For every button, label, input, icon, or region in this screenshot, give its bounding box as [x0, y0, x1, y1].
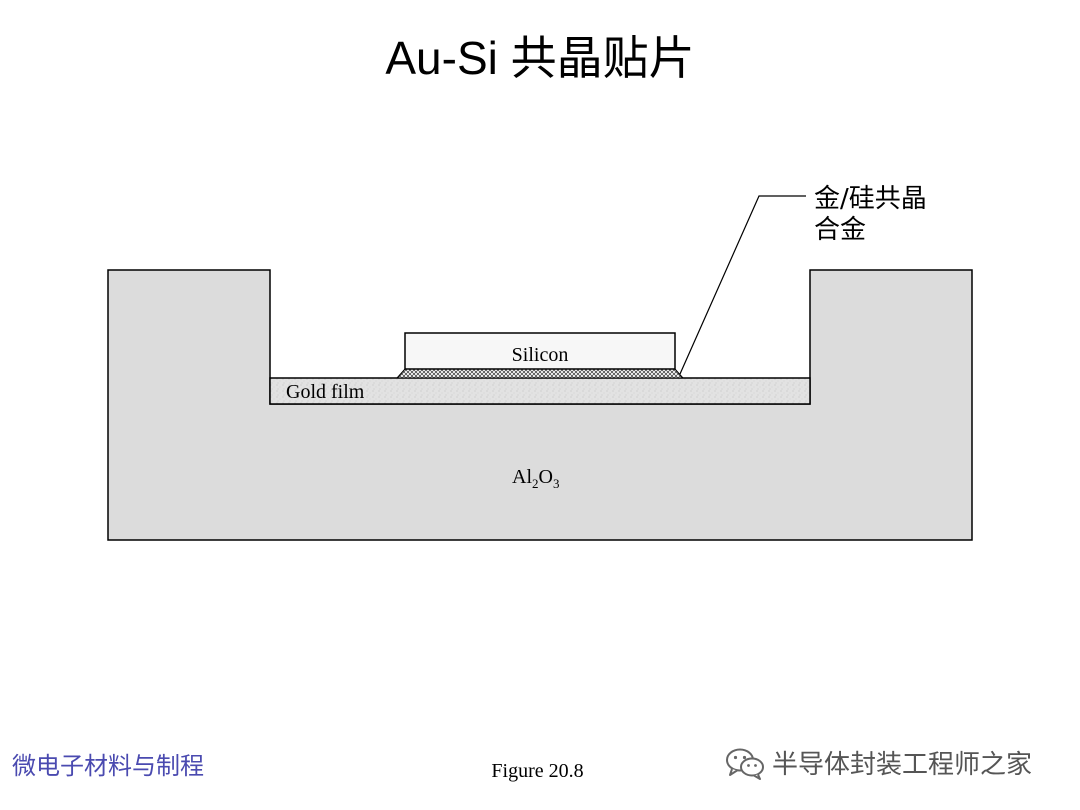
alumina-label: Al2O3 [512, 466, 559, 491]
gold-film-label: Gold film [286, 381, 365, 403]
watermark: 半导体封装工程师之家 [724, 744, 1032, 781]
course-footer: 微电子材料与制程 [12, 752, 204, 780]
eutectic-alloy-layer [395, 368, 685, 379]
figure-caption: Figure 20.8 [491, 760, 584, 782]
gold-film-layer [269, 377, 811, 405]
page-title: Au-Si 共晶贴片 [385, 32, 695, 84]
watermark-text: 半导体封装工程师之家 [772, 750, 1033, 780]
callout-leader-line [679, 195, 806, 375]
silicon-die [404, 332, 676, 370]
silicon-label: Silicon [512, 344, 569, 366]
wechat-icon [724, 746, 766, 780]
alumina-label-sub3: 3 [553, 476, 560, 491]
callout-label-line2: 合金 [814, 215, 866, 245]
alumina-label-al: Al [512, 466, 532, 488]
callout-label-line1: 金/硅共晶 [814, 184, 927, 214]
alumina-label-sub2: 2 [532, 476, 539, 491]
alumina-label-o: O [539, 466, 553, 488]
alumina-substrate [107, 269, 973, 541]
